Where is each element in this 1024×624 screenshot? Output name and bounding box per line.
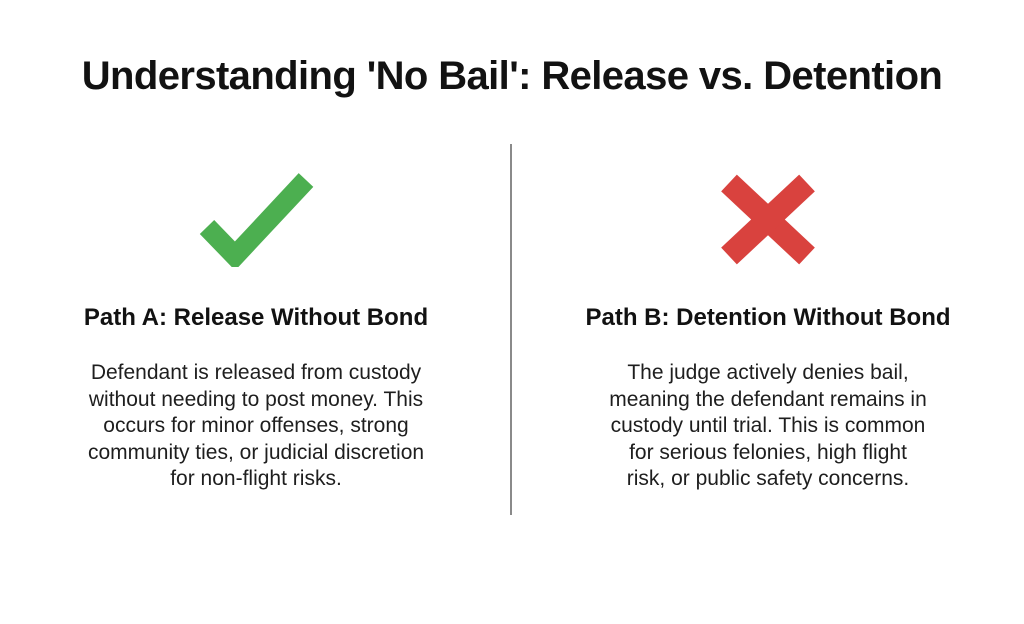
path-b-line: custody until trial. This is common (610, 414, 926, 437)
path-a-line: Defendant is released from custody (90, 361, 422, 384)
path-a-column: Path A: Release Without Bond Defendant i… (0, 144, 512, 524)
check-icon (198, 144, 314, 294)
path-b-column: Path B: Detention Without Bond The judge… (512, 144, 1024, 524)
path-b-line: meaning the defendant remains in (609, 387, 927, 411)
check-stroke (199, 173, 314, 267)
comparison-columns: Path A: Release Without Bond Defendant i… (0, 144, 1024, 524)
path-a-heading: Path A: Release Without Bond (83, 304, 429, 331)
vertical-divider (510, 144, 512, 515)
path-a-line: community ties, or judicial discretion (87, 440, 425, 464)
page-title: Understanding 'No Bail': Release vs. Det… (81, 54, 943, 98)
path-a-line: without needing to post money. This (88, 387, 424, 411)
path-b-line: The judge actively denies bail, (627, 361, 909, 384)
x-stroke (721, 174, 815, 264)
path-b-description: The judge actively denies bail, meaning … (609, 360, 927, 493)
path-a-description: Defendant is released from custody witho… (88, 360, 424, 493)
path-a-line: for non-flight risks. (170, 467, 342, 490)
path-a-line: occurs for minor offenses, strong (103, 414, 409, 437)
path-b-line: for serious felonies, high flight (629, 440, 907, 464)
path-b-line: risk, or public safety concerns. (626, 467, 910, 490)
path-b-heading: Path B: Detention Without Bond (585, 304, 951, 331)
x-icon (717, 144, 819, 294)
